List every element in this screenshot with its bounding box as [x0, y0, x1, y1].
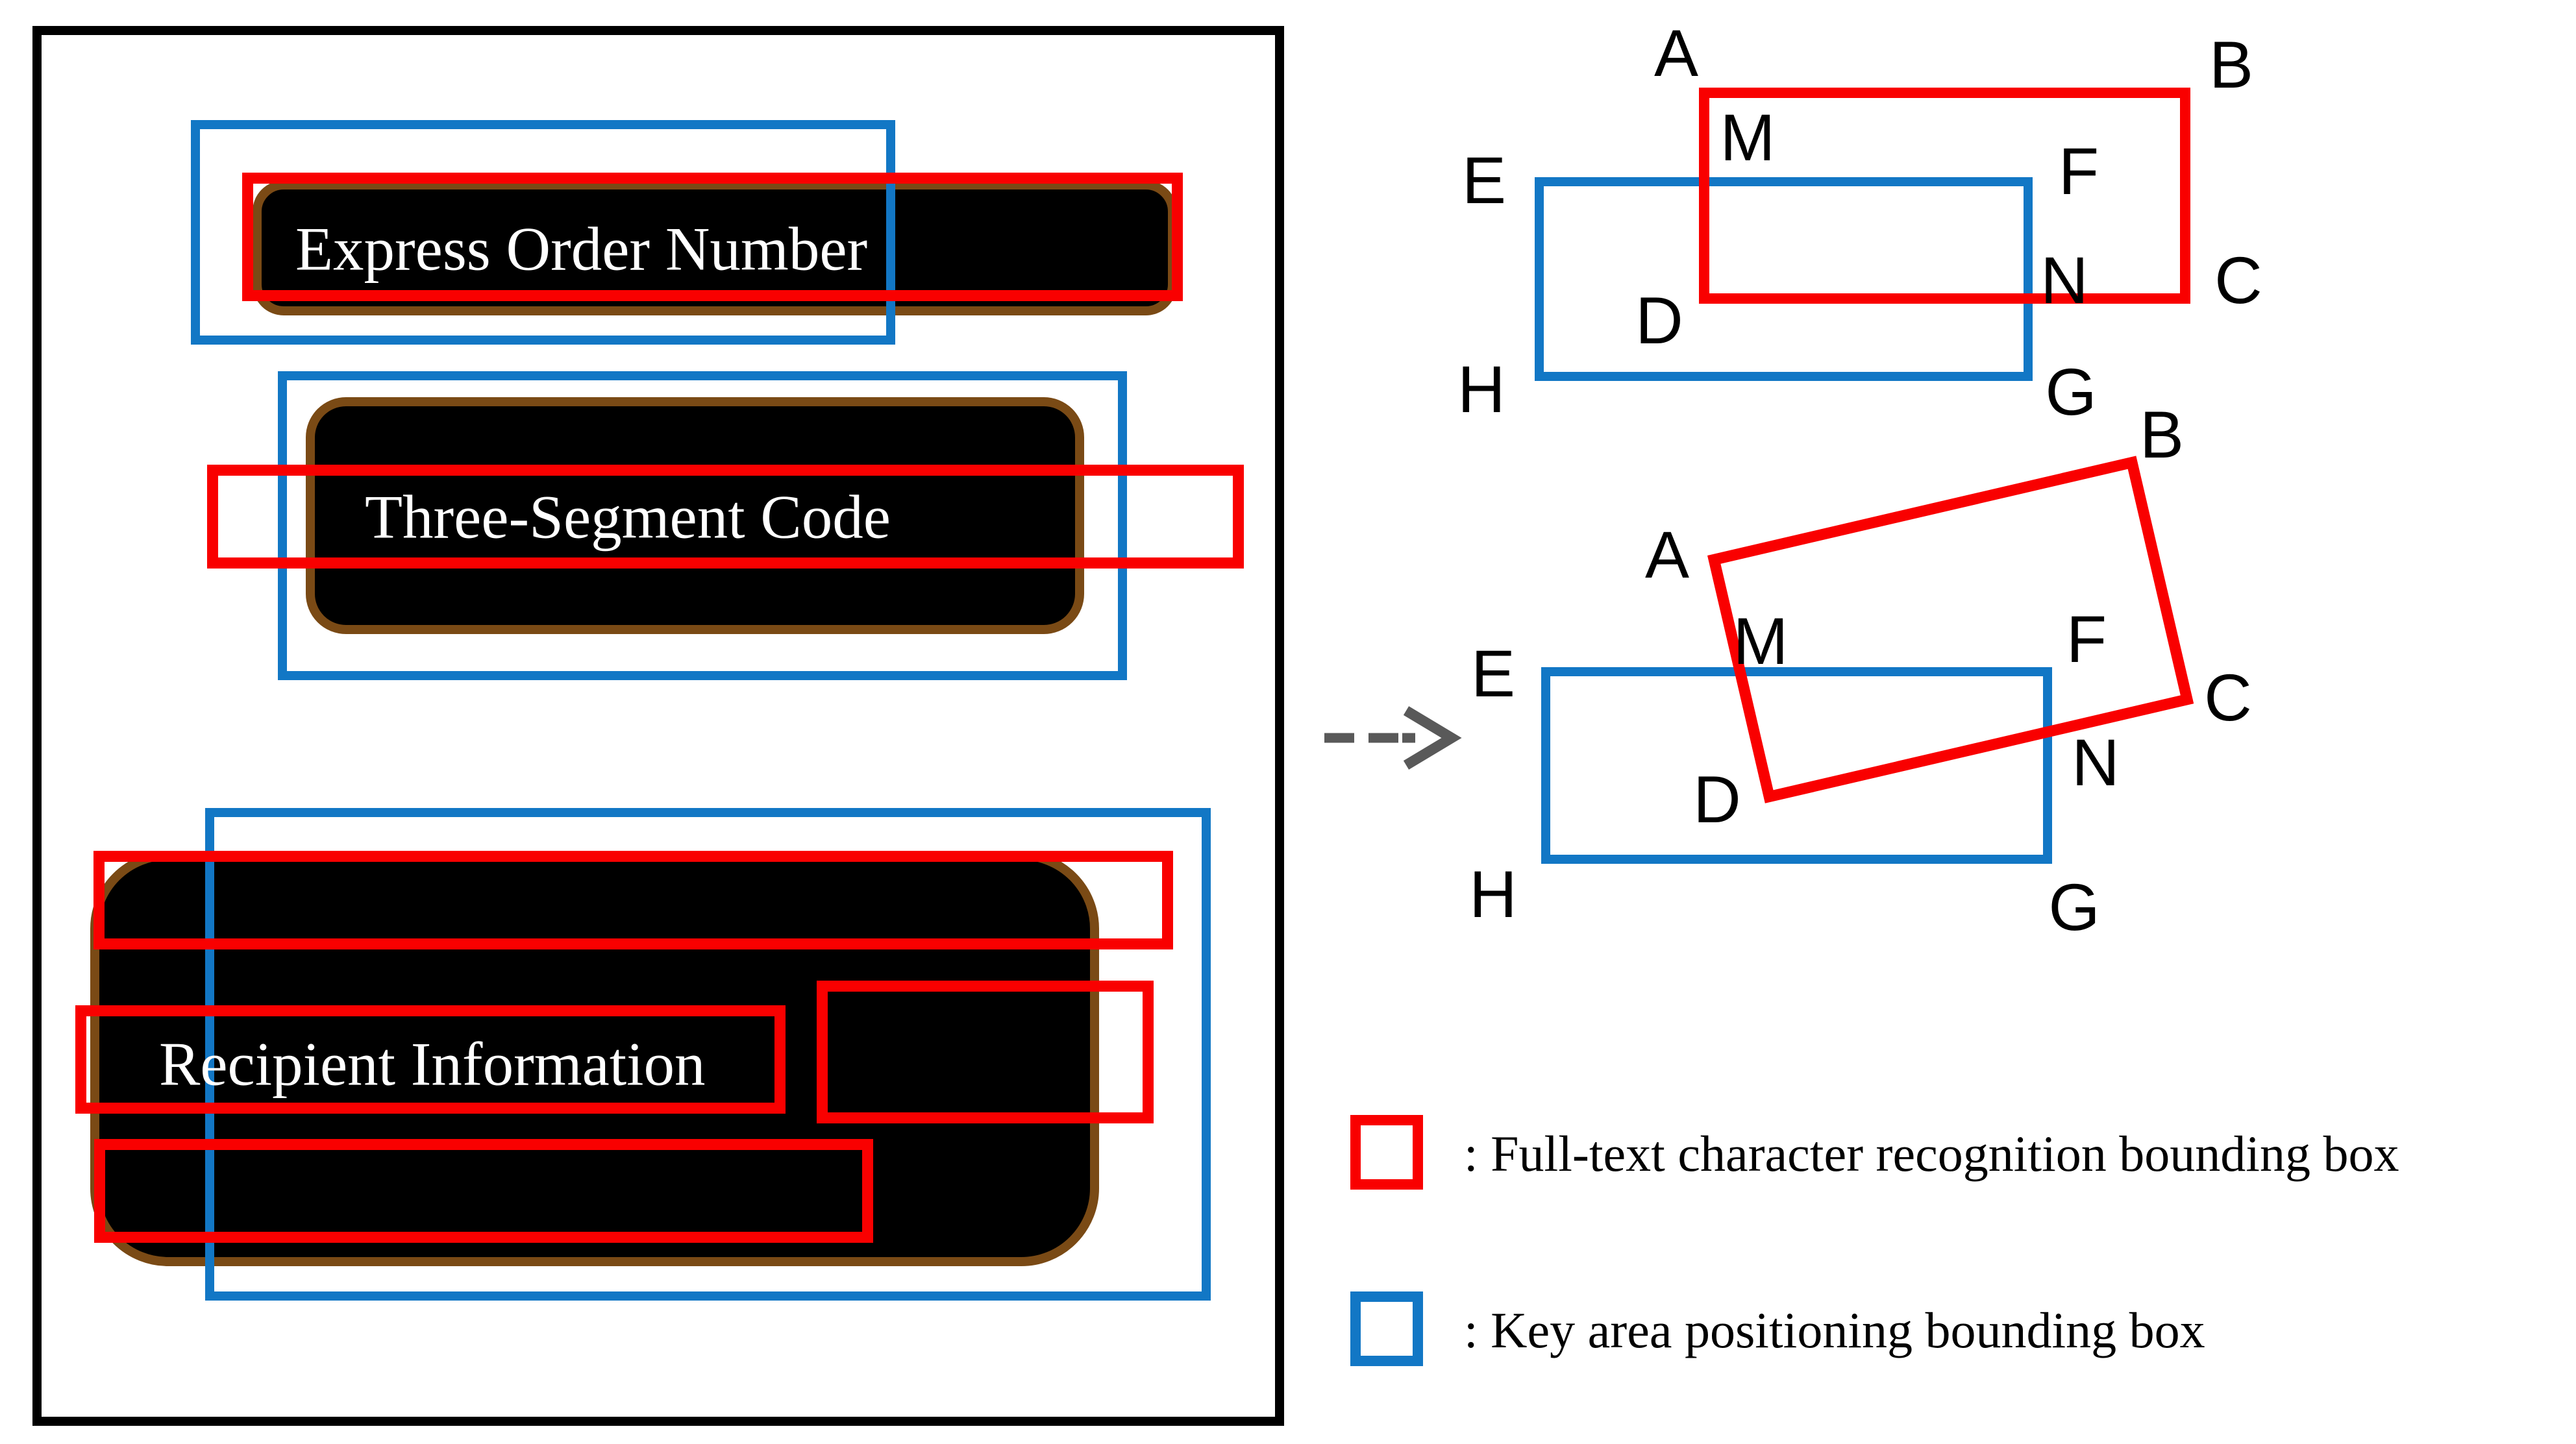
field-label-express-order-number: Express Order Number [295, 214, 868, 284]
key-area-bbox-recipient-information [205, 808, 1211, 1301]
ocr-bbox-recipient-line-1 [93, 851, 1173, 949]
diagram1-corner-label-h: H [1457, 352, 1505, 426]
diagram2-corner-label-b: B [2139, 398, 2185, 472]
diagram1-corner-label-e: E [1461, 143, 1507, 217]
diagram2-corner-label-e: E [1470, 637, 1516, 711]
text-field-three-segment-code [306, 397, 1084, 634]
diagram2-corner-label-a: A [1644, 518, 1690, 592]
diagram1-corner-label-c: C [2214, 243, 2262, 317]
diagram1-corner-label-a: A [1653, 16, 1699, 90]
dashed-arrow-icon [1324, 706, 1462, 770]
diagram2-corner-label-m: M [1733, 604, 1789, 678]
ocr-bbox-three-segment-code [207, 465, 1244, 569]
ocr-bbox-express-order-number [242, 173, 1183, 301]
diagram2-corner-label-c: C [2204, 661, 2252, 735]
legend-label-positioning: : Key area positioning bounding box [1464, 1302, 2205, 1358]
ocr-bbox-recipient-side-block [817, 981, 1154, 1123]
diagram1-corner-label-m: M [1720, 101, 1776, 175]
legend-swatch-red [1350, 1115, 1423, 1190]
diagram2-corner-label-f: F [2066, 602, 2107, 676]
legend-swatch-blue [1350, 1291, 1423, 1366]
diagram1-corner-label-f: F [2058, 134, 2099, 208]
diagram2-corner-label-h: H [1469, 857, 1517, 931]
legend-label-recognition: : Full-text character recognition boundi… [1464, 1125, 2399, 1182]
diagram2-corner-label-n: N [2072, 726, 2120, 800]
diagram1-recognition-rect-abcd [1699, 88, 2190, 304]
diagram1-corner-label-d: D [1635, 284, 1683, 358]
diagram1-corner-label-b: B [2209, 28, 2254, 102]
field-label-three-segment-code: Three-Segment Code [365, 482, 891, 552]
diagram2-key-area-rect-efgh [1541, 667, 2052, 864]
diagram2-corner-label-d: D [1693, 763, 1741, 837]
diagram1-key-area-rect-efgh [1535, 177, 2033, 381]
diagram1-corner-label-n: N [2040, 243, 2088, 317]
ocr-bbox-recipient-line-3 [94, 1139, 873, 1243]
diagram2-corner-label-g: G [2048, 870, 2100, 944]
diagram1-corner-label-g: G [2045, 355, 2097, 429]
ocr-bbox-recipient-name [75, 1005, 786, 1114]
key-area-bbox-three-segment-code [278, 371, 1127, 680]
field-label-recipient-information: Recipient Information [159, 1029, 706, 1099]
